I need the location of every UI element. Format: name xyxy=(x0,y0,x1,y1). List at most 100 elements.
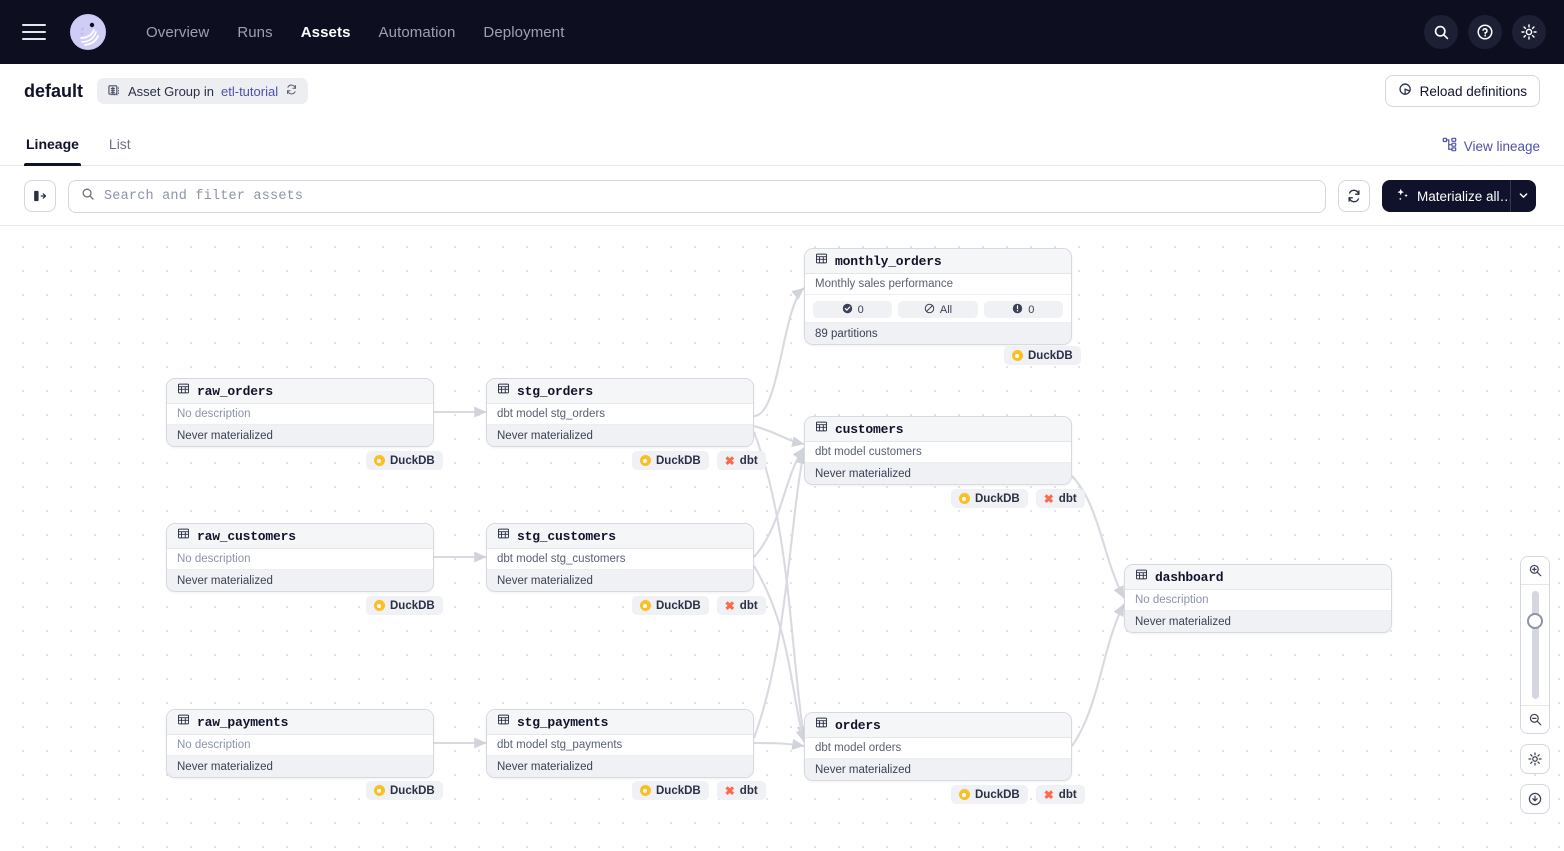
asset-node-status: Never materialized xyxy=(805,463,1071,484)
nav-actions xyxy=(1424,15,1546,49)
asset-group-badge[interactable]: Asset Group in etl-tutorial xyxy=(97,78,309,104)
refresh-graph-button[interactable] xyxy=(1338,180,1370,212)
refresh-icon[interactable] xyxy=(285,83,298,99)
tag-dbt[interactable]: ✖dbt xyxy=(716,451,766,470)
materialize-all-button[interactable]: Materialize all… xyxy=(1382,180,1510,212)
partition-pill-0[interactable]: 0 xyxy=(813,301,893,318)
tag-dbt[interactable]: ✖ dbt xyxy=(716,596,766,615)
partition-pill-1[interactable]: All xyxy=(898,301,978,318)
tag-dbt[interactable]: ✖dbt xyxy=(716,781,766,800)
asset-node-header[interactable]: stg_payments xyxy=(487,710,753,735)
tag-duckdb[interactable]: DuckDB xyxy=(951,489,1028,508)
partition-status-row: 0 All 0 xyxy=(805,295,1071,323)
duckdb-icon xyxy=(640,455,651,466)
asset-node-name: stg_orders xyxy=(517,383,594,399)
nav-link-overview[interactable]: Overview xyxy=(146,23,210,41)
partition-pill-2[interactable]: 0 xyxy=(983,301,1063,318)
tag-label: DuckDB xyxy=(1028,349,1073,362)
tag-duckdb[interactable]: DuckDB xyxy=(632,596,709,615)
asset-node-status: Never materialized xyxy=(167,570,433,591)
asset-node-description: Monthly sales performance xyxy=(805,274,1071,295)
tag-duckdb[interactable]: DuckDB xyxy=(366,596,443,615)
asset-node-header[interactable]: dashboard xyxy=(1125,565,1391,590)
tag-dbt[interactable]: ✖dbt xyxy=(1035,785,1085,804)
zoom-slider[interactable] xyxy=(1521,585,1549,705)
asset-node-partitions-label: 89 partitions xyxy=(805,323,1071,344)
graph-settings-icon[interactable] xyxy=(1520,744,1550,774)
dbt-icon: ✖ xyxy=(724,598,735,613)
lineage-graph-canvas[interactable]: monthly_orders Monthly sales performance… xyxy=(0,226,1564,851)
page-header: default Asset Group in etl-tutorial xyxy=(0,64,1564,118)
view-lineage-button[interactable]: View lineage xyxy=(1442,137,1540,155)
asset-node-status: Never materialized xyxy=(487,570,753,591)
tag-duckdb[interactable]: DuckDB xyxy=(366,451,443,470)
tag-duckdb[interactable]: DuckDB xyxy=(366,781,443,800)
asset-node-header[interactable]: raw_customers xyxy=(167,524,433,549)
dbt-icon: ✖ xyxy=(724,783,735,798)
tag-label: DuckDB xyxy=(656,454,701,467)
tab-list[interactable]: List xyxy=(108,136,131,152)
sparkle-icon xyxy=(1395,187,1410,205)
tag-duckdb[interactable]: DuckDB xyxy=(951,785,1028,804)
tag-duckdb[interactable]: DuckDB xyxy=(1004,346,1081,365)
asset-node-tags-raw_payments: DuckDB xyxy=(366,781,443,800)
asset-node-tags-stg_orders: DuckDB ✖dbt xyxy=(632,451,766,470)
hamburger-menu-icon[interactable] xyxy=(22,20,46,44)
nav-link-runs[interactable]: Runs xyxy=(237,23,273,41)
asset-group-link[interactable]: etl-tutorial xyxy=(221,83,279,99)
zoom-out-icon[interactable] xyxy=(1521,705,1549,733)
asset-node-description: dbt model customers xyxy=(805,442,1071,463)
asset-node-monthly_orders[interactable]: monthly_orders Monthly sales performance… xyxy=(804,248,1072,345)
asset-node-header[interactable]: stg_customers xyxy=(487,524,753,549)
tab-lineage[interactable]: Lineage xyxy=(24,136,81,166)
asset-node-header[interactable]: orders xyxy=(805,713,1071,738)
asset-node-tags-stg_payments: DuckDB ✖dbt xyxy=(632,781,766,800)
sidebar-toggle-icon[interactable] xyxy=(24,180,56,212)
duckdb-icon xyxy=(640,785,651,796)
search-icon[interactable] xyxy=(1424,15,1458,49)
zoom-slider-handle[interactable] xyxy=(1527,613,1543,629)
asset-node-description: No description xyxy=(167,735,433,756)
nav-link-automation[interactable]: Automation xyxy=(378,23,456,41)
zoom-to-fit-icon[interactable] xyxy=(1520,784,1550,814)
duckdb-icon xyxy=(374,455,385,466)
duckdb-icon xyxy=(374,600,385,611)
tag-dbt[interactable]: ✖dbt xyxy=(1035,489,1085,508)
dagster-logo[interactable] xyxy=(68,12,108,52)
asset-node-header[interactable]: stg_orders xyxy=(487,379,753,404)
reload-definitions-button[interactable]: Reload definitions xyxy=(1384,75,1540,107)
tag-duckdb[interactable]: DuckDB xyxy=(632,781,709,800)
nav-link-deployment[interactable]: Deployment xyxy=(483,23,565,41)
table-icon xyxy=(497,382,510,400)
tag-duckdb[interactable]: DuckDB xyxy=(632,451,709,470)
table-icon xyxy=(177,713,190,731)
search-icon xyxy=(81,187,95,206)
search-input[interactable] xyxy=(104,188,1313,204)
asset-group-icon xyxy=(107,83,121,100)
partition-pill-label: 0 xyxy=(857,303,864,316)
asset-node-header[interactable]: customers xyxy=(805,417,1071,442)
materialize-options-button[interactable] xyxy=(1510,180,1536,212)
asset-node-header[interactable]: raw_payments xyxy=(167,710,433,735)
nav-link-assets[interactable]: Assets xyxy=(300,23,351,41)
tag-label: dbt xyxy=(739,599,758,612)
asset-node-header[interactable]: raw_orders xyxy=(167,379,433,404)
tag-label: DuckDB xyxy=(975,492,1020,505)
graph-edge-7 xyxy=(753,565,807,743)
zoom-in-icon[interactable] xyxy=(1521,557,1549,585)
gear-icon[interactable] xyxy=(1512,15,1546,49)
search-filter-box[interactable] xyxy=(68,179,1326,213)
help-icon[interactable] xyxy=(1468,15,1502,49)
asset-node-header[interactable]: monthly_orders xyxy=(805,249,1071,274)
chevron-down-icon xyxy=(1518,189,1529,204)
zoom-slider-stack xyxy=(1520,556,1550,734)
